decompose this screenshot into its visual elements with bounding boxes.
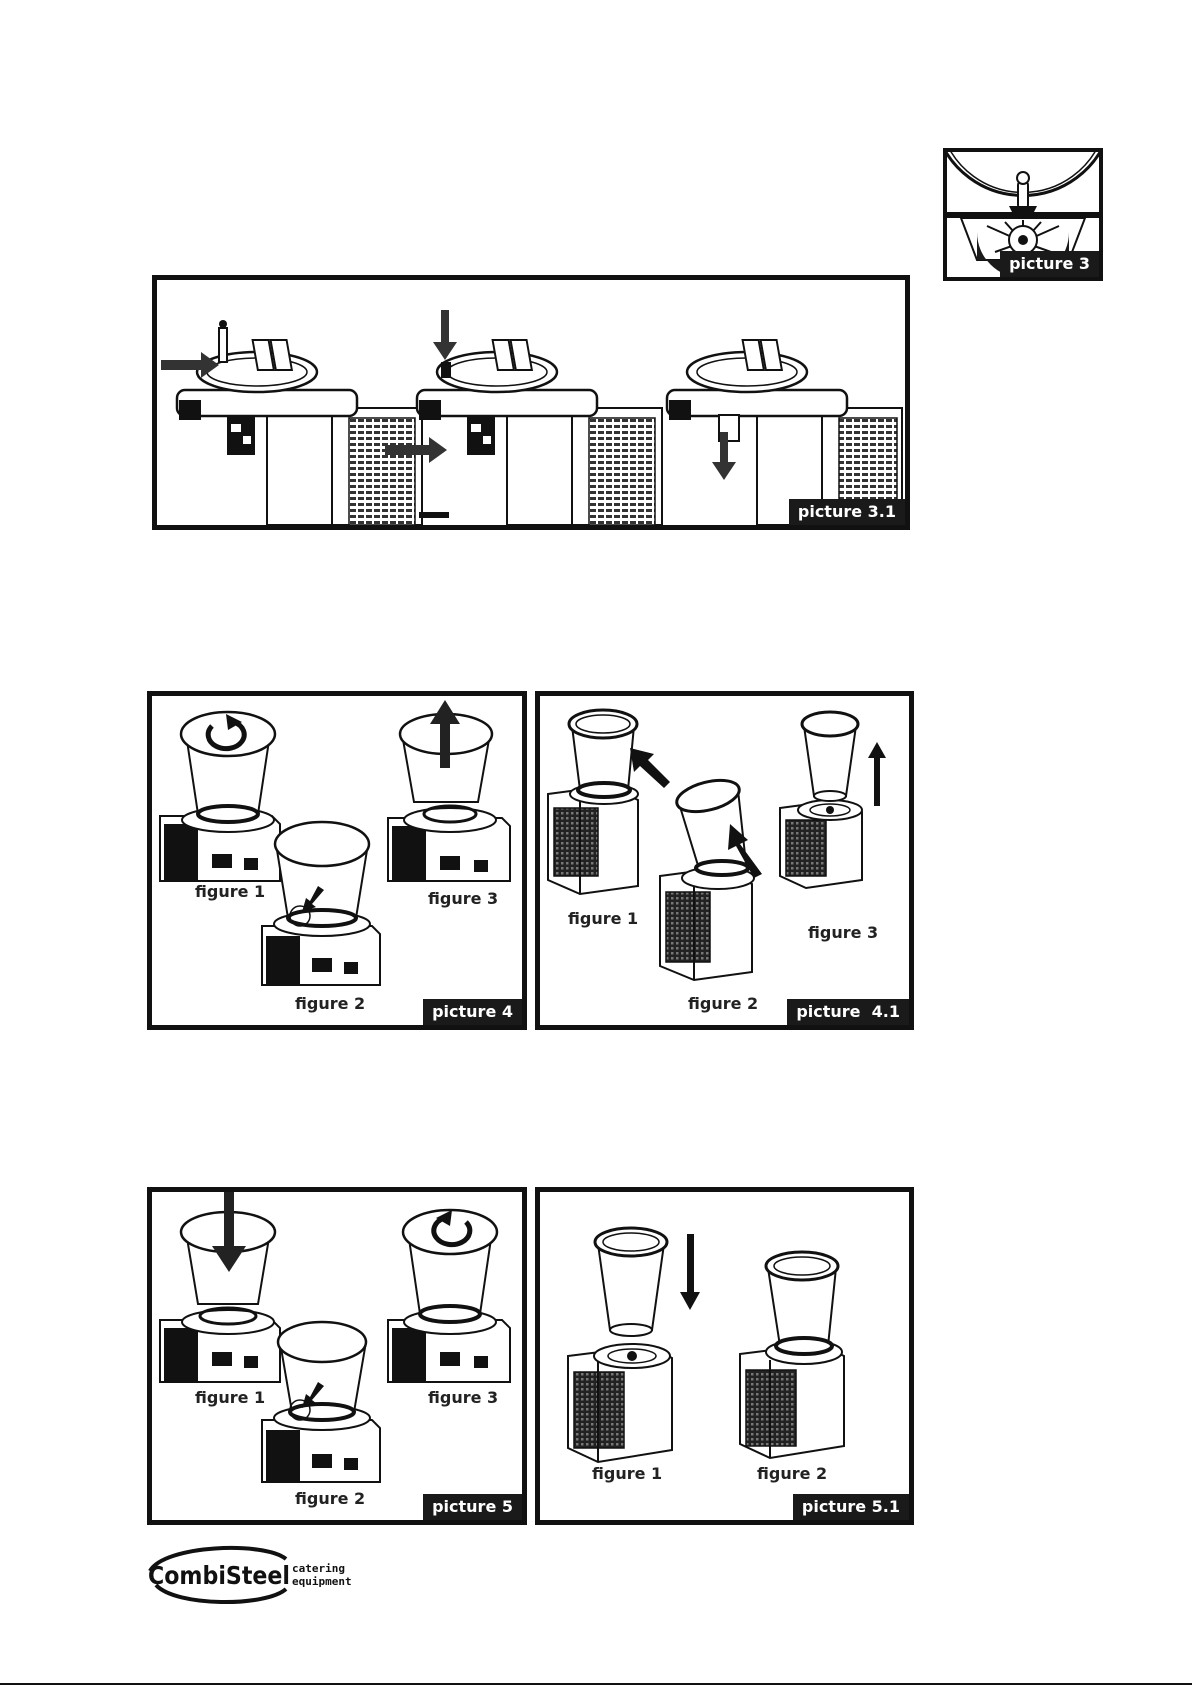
logo-tagline-2: equipment — [292, 1575, 352, 1588]
picture-3-panel: picture 3 — [943, 148, 1103, 281]
bowl-unlock-sequence-illustration — [152, 696, 522, 1025]
machine-step-2 — [385, 310, 662, 525]
bowl-install-figure-2 — [262, 1322, 380, 1482]
bowl-removal-figure-2 — [660, 775, 762, 980]
picture-3-1-label: picture 3.1 — [789, 499, 905, 525]
bowl-figure-3 — [388, 700, 510, 881]
figure-2-label: figure 2 — [295, 994, 365, 1013]
figure-2-label: figure 2 — [688, 994, 758, 1013]
logo-tagline-1: catering — [292, 1562, 345, 1575]
bowl-figure-1 — [160, 712, 280, 881]
machine-step-3 — [667, 340, 902, 525]
tap-removal-sequence-illustration — [157, 280, 905, 525]
arrow-down-icon — [680, 1234, 700, 1310]
logo-swoosh: CombiSteel catering equipment — [146, 1541, 386, 1607]
combisteel-logo: CombiSteel catering equipment — [146, 1541, 386, 1607]
bowl-removal-figure-3 — [780, 712, 886, 888]
machine-step-1 — [161, 320, 422, 525]
picture-5-1-panel: figure 1 figure 2 picture 5.1 — [535, 1187, 914, 1525]
bowl-install-figure-1 — [160, 1192, 280, 1382]
picture-5-panel: figure 1 figure 2 figure 3 picture 5 — [147, 1187, 527, 1525]
figure-3-label: figure 3 — [428, 889, 498, 908]
bowl-placement-figure-2 — [740, 1252, 844, 1458]
logo-brand: CombiSteel — [148, 1561, 290, 1590]
figure-1-label: figure 1 — [195, 1388, 265, 1407]
figure-3-label: figure 3 — [428, 1388, 498, 1407]
figure-1-label: figure 1 — [592, 1464, 662, 1483]
arrow-down-icon — [433, 310, 457, 360]
figure-1-label: figure 1 — [568, 909, 638, 928]
arrow-up-icon — [868, 742, 886, 806]
bowl-figure-2 — [262, 822, 380, 985]
picture-3-label: picture 3 — [1000, 251, 1099, 277]
figure-3-label: figure 3 — [808, 923, 878, 942]
bowl-install-figure-3 — [388, 1210, 510, 1382]
figure-2-label: figure 2 — [757, 1464, 827, 1483]
bowl-removal-sequence-illustration — [540, 696, 909, 1025]
picture-4-1-panel: figure 1 figure 2 figure 3 picture 4.1 — [535, 691, 914, 1030]
bowl-placement-figure-1 — [568, 1228, 700, 1462]
figure-2-label: figure 2 — [295, 1489, 365, 1508]
picture-4-1-label: picture 4.1 — [787, 999, 909, 1025]
picture-5-label: picture 5 — [423, 1494, 522, 1520]
bowl-install-sequence-illustration — [152, 1192, 522, 1520]
picture-3-1-panel: picture 3.1 — [152, 275, 910, 530]
figure-1-label: figure 1 — [195, 882, 265, 901]
arrow-up-icon — [630, 748, 670, 788]
bowl-removal-figure-1 — [548, 710, 670, 894]
picture-4-label: picture 4 — [423, 999, 522, 1025]
picture-4-panel: figure 1 figure 2 figure 3 picture 4 — [147, 691, 527, 1030]
picture-5-1-label: picture 5.1 — [793, 1494, 909, 1520]
